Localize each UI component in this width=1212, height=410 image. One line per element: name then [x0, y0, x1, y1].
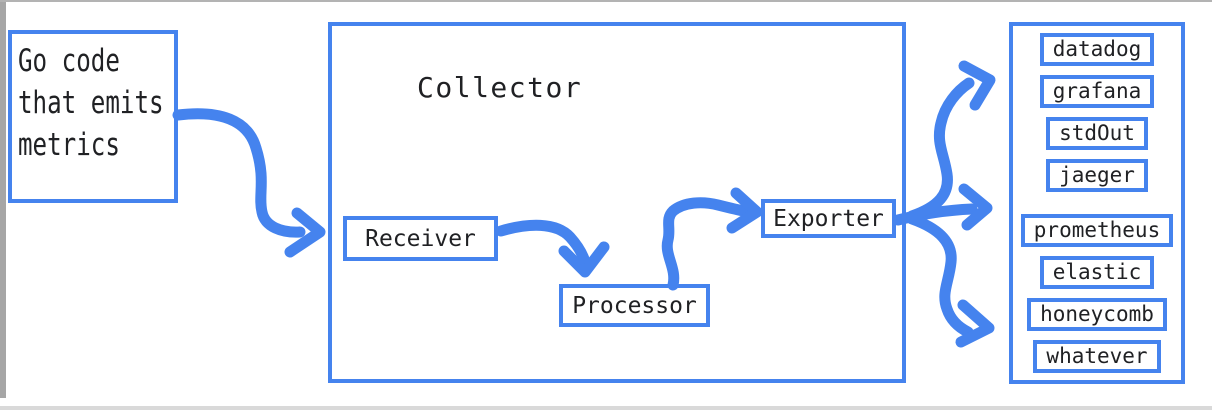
destination-whatever: whatever: [1033, 340, 1161, 373]
receiver-label: Receiver: [365, 225, 476, 252]
source-box: Go code that emits metrics: [8, 30, 178, 203]
destination-datadog: datadog: [1039, 33, 1155, 66]
destination-prometheus: prometheus: [1020, 214, 1174, 247]
window-top-edge: [0, 0, 1212, 2]
exporter-box: Exporter: [761, 199, 896, 238]
collector-title: Collector: [417, 71, 583, 104]
source-text-line: metrics: [18, 127, 120, 163]
destinations-box: datadog grafana stdOut jaeger prometheus…: [1009, 22, 1185, 384]
arrow-exporter-to-bottom: [906, 213, 974, 338]
source-text-line: Go code: [18, 43, 120, 79]
arrowhead-exporter-to-bottom: [955, 299, 995, 348]
arrow-source-to-collector: [172, 108, 306, 238]
destination-stdout: stdOut: [1046, 117, 1148, 150]
scrollbar-track[interactable]: [0, 2, 6, 398]
source-text-line: that emits: [18, 85, 164, 121]
destination-elastic: elastic: [1039, 256, 1155, 289]
destination-grafana: grafana: [1039, 75, 1155, 108]
arrow-exporter-to-top: [906, 77, 975, 222]
arrowhead-exporter-to-top: [958, 60, 996, 111]
receiver-box: Receiver: [343, 216, 498, 261]
window-bottom-edge: [0, 406, 1212, 410]
exporter-label: Exporter: [773, 205, 884, 232]
arrowhead-exporter-to-middle: [958, 183, 993, 231]
processor-box: Processor: [559, 284, 710, 327]
destination-jaeger: jaeger: [1046, 159, 1148, 192]
arrow-exporter-to-middle: [892, 203, 978, 226]
arrowhead-source-to-collector: [284, 207, 326, 258]
processor-label: Processor: [572, 292, 697, 319]
destination-honeycomb: honeycomb: [1027, 298, 1167, 331]
